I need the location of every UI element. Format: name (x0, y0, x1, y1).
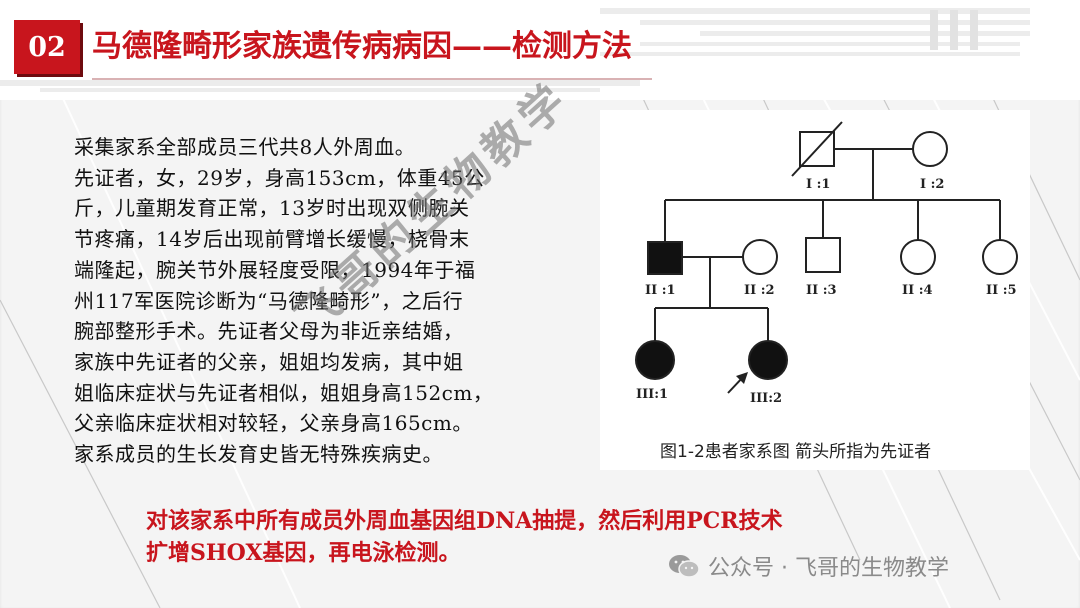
wechat-account-name: 公众号 · 飞哥的生物教学 (708, 556, 949, 581)
wechat-icon (669, 555, 700, 578)
case-line: 节疼痛，14岁后出现前臂增长缓慢，桡骨末 (74, 227, 470, 252)
case-line: 采集家系全部成员三代共8人外周血。 (74, 135, 416, 159)
label-III1: III:1 (636, 387, 668, 402)
individual-III1 (635, 340, 675, 380)
pedigree-background (600, 110, 1030, 470)
individual-II1 (647, 241, 683, 275)
case-line: 姐临床症状与先证者相似，姐姐身高152cm， (74, 380, 494, 405)
case-line: 斤，儿童期发育正常，13岁时出现双侧腕关 (74, 196, 470, 221)
section-number-badge: 02 (14, 20, 80, 74)
case-line: 家族中先证者的父亲，姐姐均发病，其中姐 (74, 349, 464, 374)
case-line: 父亲临床症状相对较轻，父亲身高165cm。 (74, 411, 473, 436)
section-number: 02 (28, 31, 66, 63)
individual-I2 (912, 131, 948, 167)
individual-II4 (900, 239, 936, 275)
case-line: 家系成员的生长发育史皆无特殊疾病史。 (74, 442, 443, 467)
case-description: 采集家系全部成员三代共8人外周血。 先证者，女，29岁，身高153cm，体重45… (74, 132, 594, 470)
wechat-account-mark: 公众号 · 飞哥的生物教学 (668, 550, 949, 582)
label-II5: II :5 (986, 283, 1017, 298)
method-line: 扩增SHOX基因，再电泳检测。 (146, 540, 461, 566)
detection-method: 对该家系中所有成员外周血基因组DNA抽提，然后利用PCR技术 扩增SHOX基因，… (146, 505, 946, 569)
case-line: 腕部整形手术。先证者父母为非近亲结婚， (74, 319, 464, 344)
individual-II3 (805, 237, 841, 273)
label-I2: I :2 (920, 177, 944, 192)
label-II4: II :4 (902, 283, 933, 298)
case-line: 端隆起，腕关节外展轻度受限，1994年于福 (74, 257, 476, 282)
label-I1: I :1 (806, 177, 830, 192)
label-II1: II :1 (645, 283, 676, 298)
case-line: 先证者，女，29岁，身高153cm，体重45公 (74, 165, 485, 190)
individual-III2 (748, 340, 788, 380)
individual-II2 (742, 239, 778, 275)
deceased-slash (791, 121, 843, 177)
individual-II5 (982, 239, 1018, 275)
page-title: 马德隆畸形家族遗传病病因——检测方法 (92, 29, 632, 64)
title-underline (92, 78, 652, 80)
label-II2: II :2 (744, 283, 775, 298)
label-III2: III:2 (750, 391, 782, 406)
pedigree-caption: 图1-2患者家系图 箭头所指为先证者 (660, 442, 932, 462)
method-line: 对该家系中所有成员外周血基因组DNA抽提，然后利用PCR技术 (146, 508, 783, 534)
proband-arrowhead (736, 372, 748, 384)
header-background (0, 0, 1080, 100)
pedigree-chart: I :1 I :2 II :1 II :2 II :3 II :4 II :5 … (600, 110, 1030, 470)
label-II3: II :3 (806, 283, 837, 298)
case-line: 州117军医院诊断为“马德隆畸形”，之后行 (74, 288, 464, 313)
